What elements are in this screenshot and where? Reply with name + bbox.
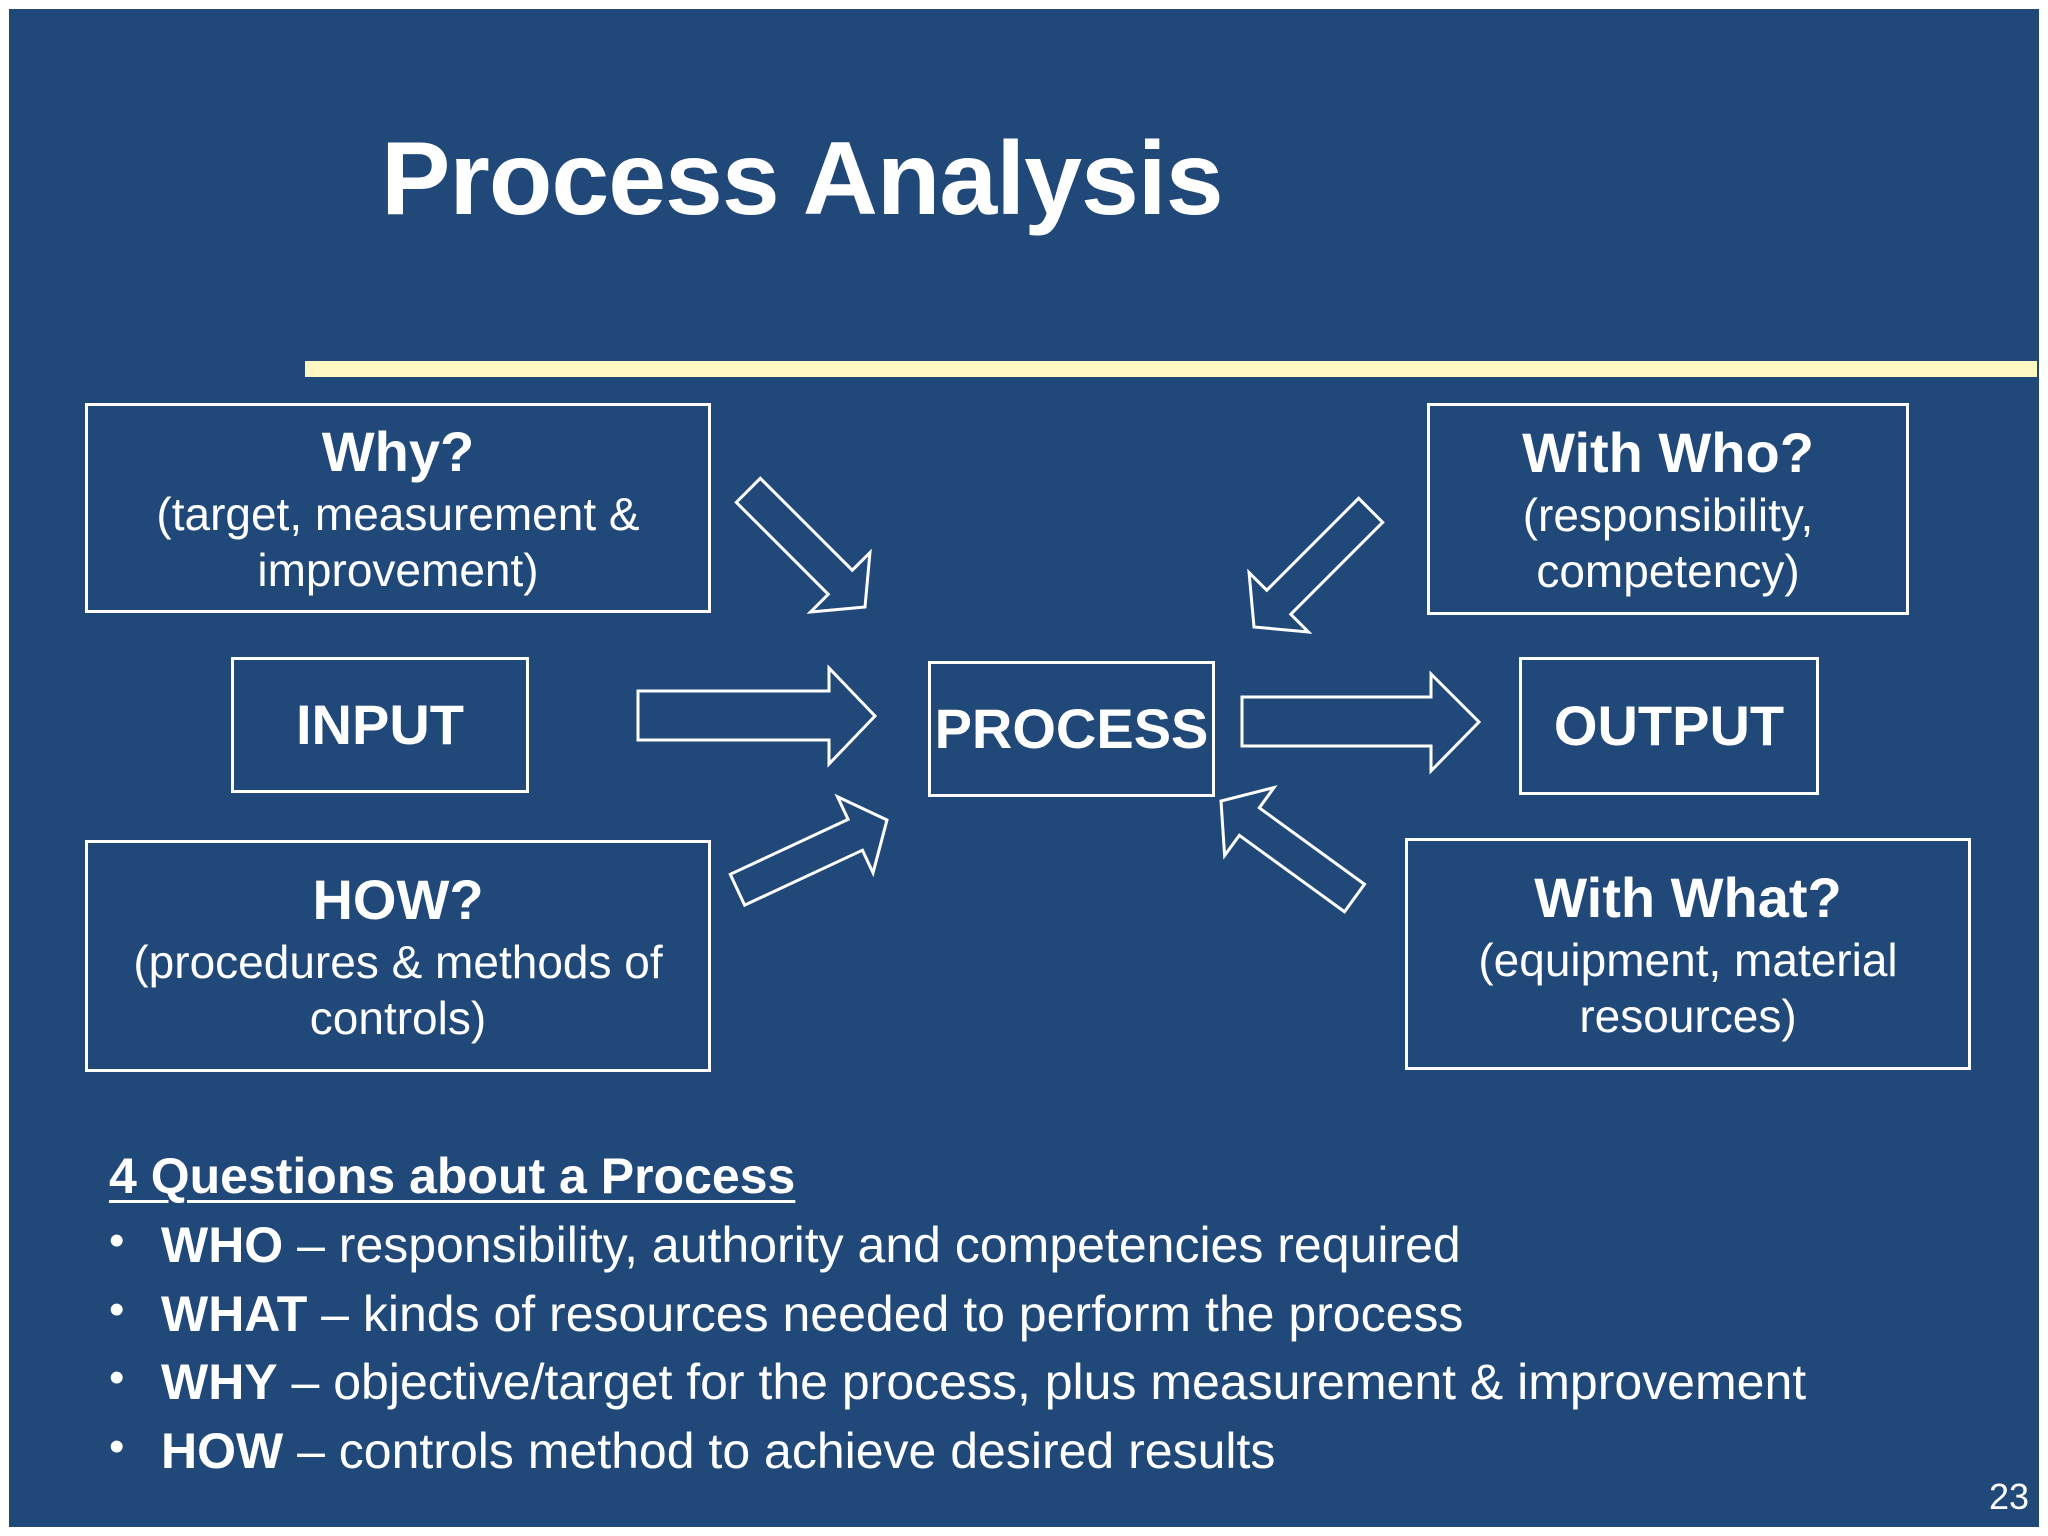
with-who-box: With Who? (responsibility, competency) (1427, 403, 1909, 615)
list-item: • HOW – controls method to achieve desire… (109, 1417, 2009, 1486)
process-box: PROCESS (928, 661, 1215, 797)
with-what-description: (equipment, material resources) (1478, 934, 1898, 1043)
question-keyword: HOW (161, 1422, 284, 1479)
why-box: Why? (target, measurement & improvement) (85, 403, 711, 613)
arrow-with-who-to-process (1247, 496, 1385, 634)
question-keyword: WHO (161, 1217, 284, 1273)
question-text: – objective/target for the process, plus… (277, 1354, 1807, 1410)
bullet-icon: • (109, 1353, 125, 1402)
how-description: (procedures & methods of controls) (133, 936, 663, 1045)
arrow-how-to-process (728, 793, 889, 908)
input-label: INPUT (296, 692, 464, 756)
output-label: OUTPUT (1553, 693, 1785, 757)
page-number: 23 (1988, 1476, 2029, 1517)
with-who-heading: With Who? (1522, 420, 1814, 484)
slide-title: Process Analysis (381, 121, 1224, 237)
question-text: – responsibility, authority and competen… (283, 1217, 1461, 1273)
list-item: • WHO – responsibility, authority and com… (109, 1211, 2009, 1280)
bullet-icon: • (109, 1421, 125, 1471)
with-what-heading: With What? (1534, 865, 1842, 929)
arrow-process-to-output (1240, 670, 1482, 775)
arrow-with-what-to-process (1219, 785, 1367, 914)
list-item: • WHAT – kinds of resources needed to per… (109, 1280, 2009, 1349)
arrow-why-to-process (734, 476, 872, 614)
diagram-arrows (636, 476, 1482, 914)
arrow-input-to-process (636, 664, 878, 768)
with-who-description: (responsibility, competency) (1522, 489, 1814, 598)
questions-section: 4 Questions about a Process • WHO – respo… (109, 1144, 2009, 1485)
with-what-box: With What? (equipment, material resource… (1405, 838, 1971, 1070)
how-box: HOW? (procedures & methods of controls) (85, 840, 711, 1072)
input-box: INPUT (231, 657, 529, 793)
question-text: – kinds of resources needed to perform t… (307, 1285, 1464, 1342)
questions-list: • WHO – responsibility, authority and com… (109, 1211, 2009, 1485)
bullet-icon: • (109, 1216, 125, 1265)
why-description: (target, measurement & improvement) (156, 488, 640, 597)
question-keyword: WHY (161, 1354, 278, 1410)
why-heading: Why? (321, 419, 475, 483)
title-underline-rule (305, 361, 2037, 377)
question-text: – controls method to achieve desired res… (283, 1422, 1276, 1479)
question-keyword: WHAT (161, 1285, 308, 1342)
questions-title: 4 Questions about a Process (109, 1148, 796, 1204)
bullet-icon: • (109, 1284, 125, 1334)
how-heading: HOW? (312, 867, 484, 931)
list-item: • WHY – objective/target for the process,… (109, 1348, 2009, 1417)
output-box: OUTPUT (1519, 657, 1819, 795)
process-label: PROCESS (934, 696, 1209, 760)
slide: Process Analysis Why? (target, measureme… (9, 9, 2039, 1527)
